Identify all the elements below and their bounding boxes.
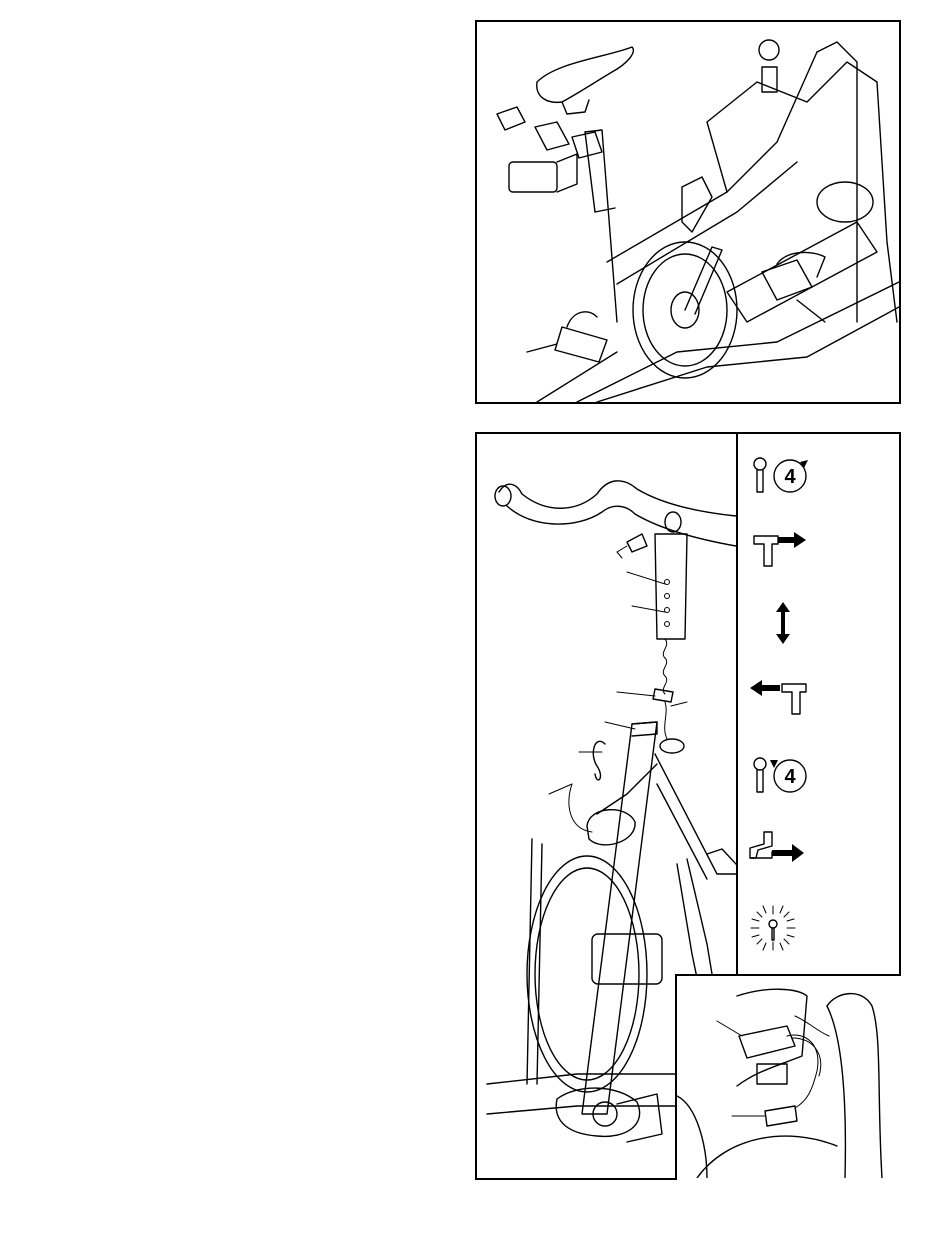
- double-arrow-vertical-icon: [748, 602, 818, 658]
- bike-pedals-drawing: [477, 22, 899, 402]
- tighten-size-label: 4: [784, 466, 796, 488]
- tool-icon-column: 4: [736, 434, 899, 974]
- knob-push-in-icon: [748, 674, 818, 730]
- instruction-text-area: [0, 0, 460, 1254]
- assembly-figure-pedals: [475, 20, 901, 404]
- lever-pull-out-icon: [748, 828, 818, 884]
- allen-wrench-4mm-loosen-icon: 4: [748, 752, 818, 808]
- loosen-size-label: 4: [784, 766, 796, 788]
- assembly-figure-handlebar-post: 4: [475, 432, 901, 1180]
- wire-caution-burst-icon: [748, 900, 818, 956]
- wire-connector-detail-inset: [675, 974, 901, 1180]
- allen-wrench-4mm-tighten-icon: 4: [748, 452, 818, 508]
- knob-pull-out-icon: [748, 526, 818, 582]
